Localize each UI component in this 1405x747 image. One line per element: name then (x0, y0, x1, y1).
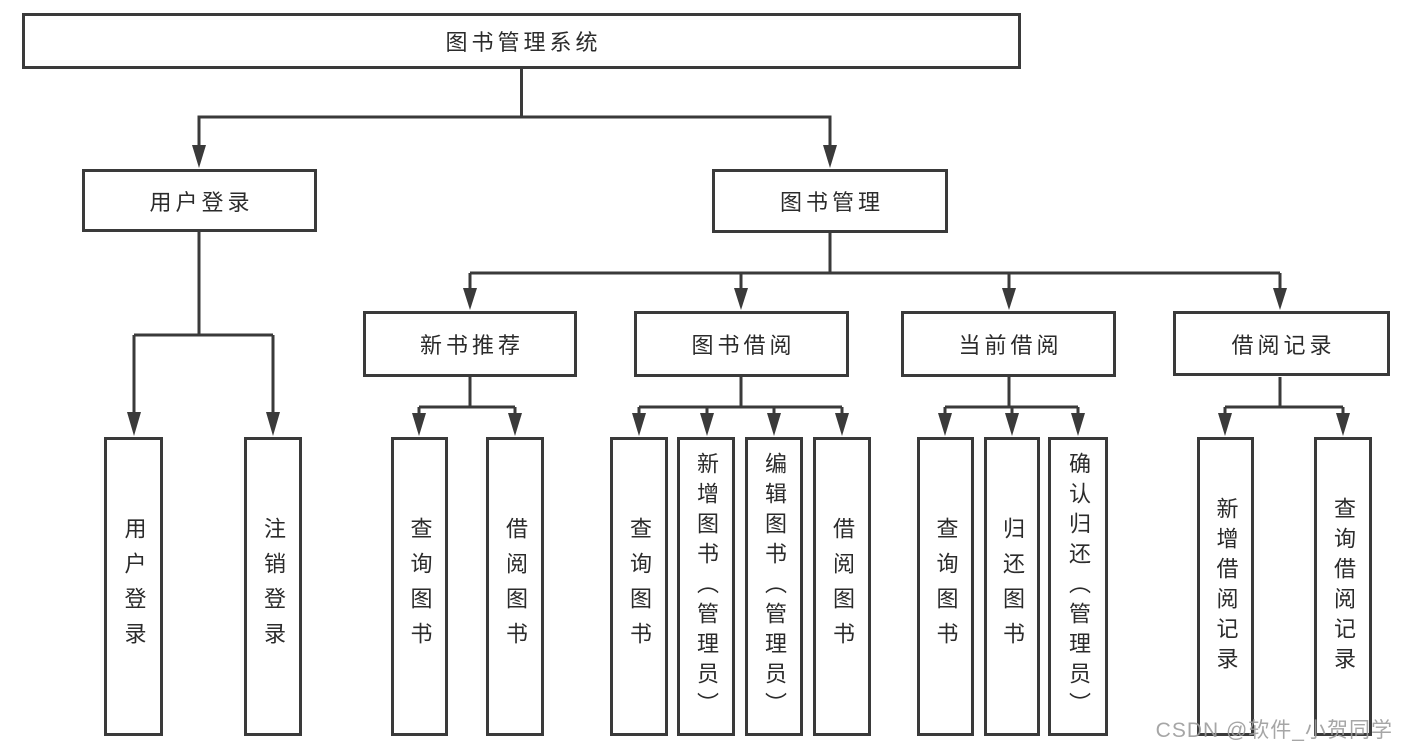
node-root-label: 图书管理系统 (445, 30, 602, 55)
node-book-management: 图书管理 (712, 169, 948, 233)
leaf-logout: 注销登录 (244, 437, 302, 736)
leaf-query-books-recommend: 查询图书 (391, 437, 448, 736)
connector-current-borrow-branch (938, 377, 1085, 436)
leaf-query-books-borrow: 查询图书 (610, 437, 668, 736)
connector-book-management-branch (463, 233, 1287, 310)
node-new-book-recommend-label: 新书推荐 (419, 333, 524, 358)
leaf-edit-book-admin: 编辑图书（管理员） (745, 437, 803, 736)
leaf-query-books-recommend-label: 查询图书 (407, 516, 433, 657)
leaf-return-book: 归还图书 (984, 437, 1040, 736)
connector-book-borrow-branch (632, 377, 849, 436)
node-user-login-label: 用户登录 (149, 189, 254, 215)
connector-user-login-branch (127, 232, 280, 436)
leaf-logout-label: 注销登录 (261, 516, 286, 657)
leaf-query-books-borrow-label: 查询图书 (627, 516, 652, 657)
leaf-query-borrow-record: 查询借阅记录 (1314, 437, 1372, 736)
node-book-management-label: 图书管理 (779, 190, 884, 215)
node-borrow-records: 借阅记录 (1173, 311, 1390, 376)
node-user-login: 用户登录 (82, 169, 317, 232)
leaf-query-books-current-label: 查询图书 (933, 516, 959, 657)
leaf-borrow-books-label: 借阅图书 (830, 516, 855, 657)
leaf-borrow-books-recommend: 借阅图书 (486, 437, 544, 736)
node-book-borrow: 图书借阅 (634, 311, 849, 377)
leaf-query-borrow-record-label: 查询借阅记录 (1331, 496, 1356, 677)
leaf-add-book-admin-label: 新增图书（管理员） (694, 451, 719, 722)
leaf-add-borrow-record-label: 新增借阅记录 (1213, 496, 1239, 677)
leaf-query-books-current: 查询图书 (917, 437, 974, 736)
node-borrow-records-label: 借阅记录 (1231, 332, 1336, 358)
leaf-add-book-admin: 新增图书（管理员） (677, 437, 735, 736)
leaf-borrow-books-recommend-label: 借阅图书 (503, 516, 528, 657)
leaf-borrow-books: 借阅图书 (813, 437, 871, 736)
leaf-confirm-return-admin: 确认归还（管理员） (1048, 437, 1108, 736)
connector-borrow-records-branch (1218, 377, 1350, 436)
node-book-borrow-label: 图书借阅 (691, 333, 796, 358)
leaf-add-borrow-record: 新增借阅记录 (1197, 437, 1254, 736)
node-new-book-recommend: 新书推荐 (363, 311, 577, 377)
leaf-user-login-label: 用户登录 (121, 516, 147, 657)
connector-root-to-level2 (192, 69, 837, 168)
leaf-edit-book-admin-label: 编辑图书（管理员） (762, 451, 787, 722)
connector-new-book-branch (412, 377, 522, 436)
leaf-return-book-label: 归还图书 (1000, 516, 1025, 657)
node-current-borrow-label: 当前借阅 (958, 333, 1063, 358)
leaf-user-login: 用户登录 (104, 437, 163, 736)
watermark: CSDN @软件_小贺同学 (1155, 719, 1393, 742)
leaf-confirm-return-admin-label: 确认归还（管理员） (1066, 451, 1091, 722)
node-root: 图书管理系统 (22, 13, 1021, 69)
node-current-borrow: 当前借阅 (901, 311, 1116, 377)
